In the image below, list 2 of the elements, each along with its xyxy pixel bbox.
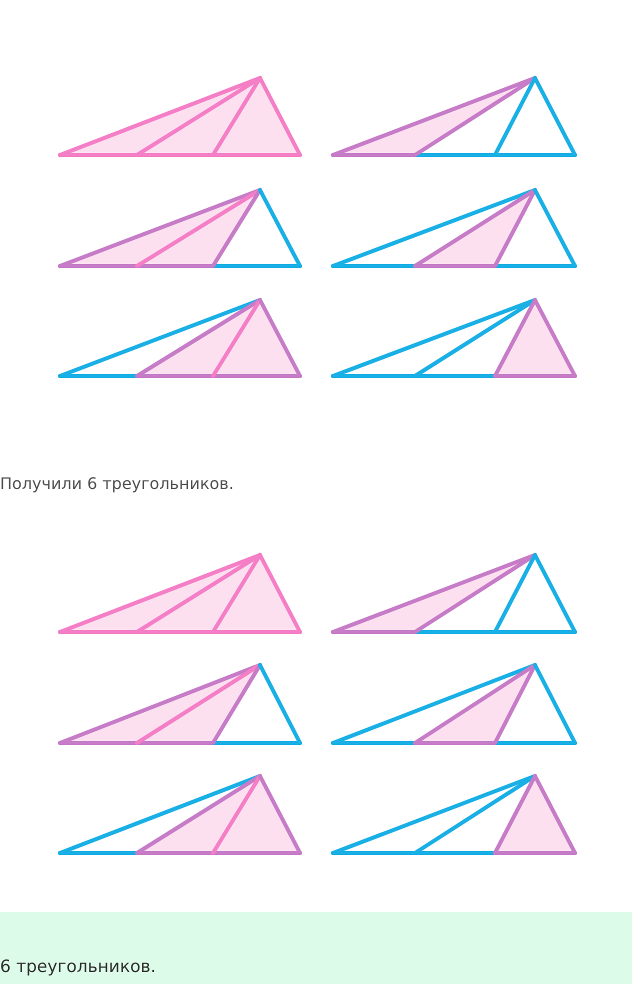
answer-text: Получили 6 треугольников. [0,474,234,493]
answer-text: 6 треугольников. [0,957,156,977]
